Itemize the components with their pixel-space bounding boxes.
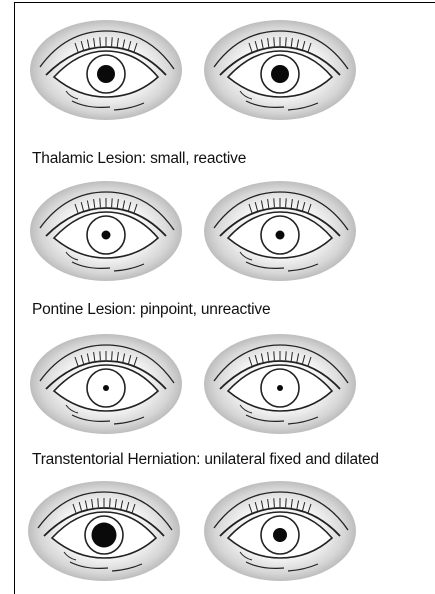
eye-normal-right	[200, 17, 360, 123]
caption-thalamic-lesion: Thalamic Lesion: small, reactive	[32, 150, 246, 168]
pupil	[103, 385, 109, 391]
pupil	[277, 385, 283, 391]
pupil	[92, 523, 117, 548]
eye-illustration	[200, 17, 360, 123]
eye-illustration	[24, 478, 184, 584]
frame-left-border	[14, 2, 15, 594]
eye-herniation-right	[200, 478, 360, 584]
eye-illustration	[200, 178, 360, 284]
eye-illustration	[200, 331, 360, 437]
eye-normal-left	[26, 17, 186, 123]
pupil	[276, 231, 285, 240]
eye-pontine-right	[200, 331, 360, 437]
eye-illustration	[200, 478, 360, 584]
eye-thalamic-right	[200, 178, 360, 284]
eye-illustration	[26, 331, 186, 437]
pupil	[271, 65, 289, 83]
eye-illustration	[26, 178, 186, 284]
caption-transtentorial-herniation: Transtentorial Herniation: unilateral fi…	[32, 451, 379, 469]
eye-herniation-left	[24, 478, 184, 584]
eye-pontine-left	[26, 331, 186, 437]
frame-top-border	[14, 2, 435, 3]
eye-illustration	[26, 17, 186, 123]
caption-pontine-lesion: Pontine Lesion: pinpoint, unreactive	[32, 301, 270, 319]
pupil	[97, 65, 115, 83]
pupil	[102, 231, 111, 240]
pupil	[273, 528, 287, 542]
eye-thalamic-left	[26, 178, 186, 284]
